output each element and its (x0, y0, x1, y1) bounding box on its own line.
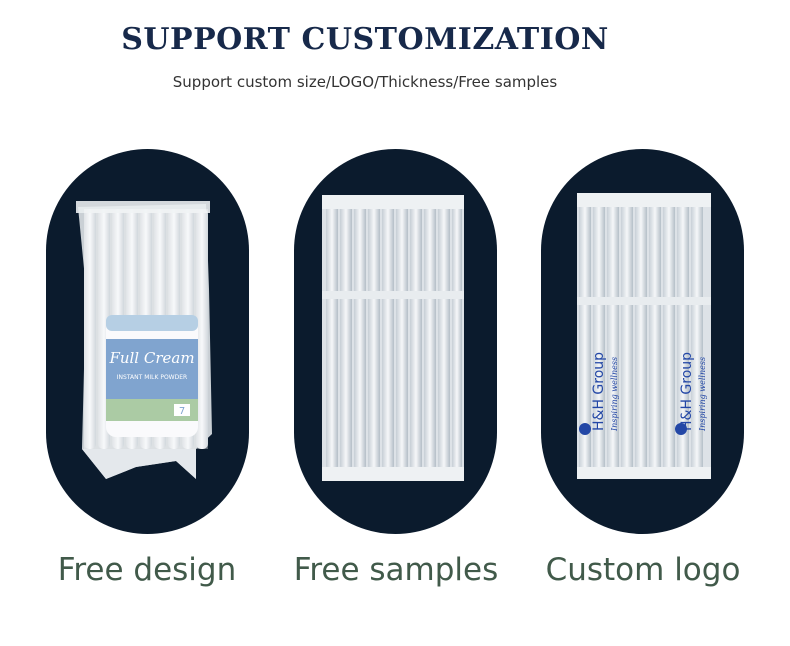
air-column-bag-with-logo-image: H&H Group Inspiring wellness H&H Group I… (577, 193, 711, 479)
air-column-bag-with-can-image: Full Cream INSTANT MILK POWDER 7 (76, 201, 212, 479)
caption-custom-logo: Custom logo (545, 552, 741, 588)
air-columns (579, 199, 703, 473)
air-columns (326, 201, 462, 471)
printed-logo-left: H&H Group Inspiring wellness (579, 352, 619, 435)
svg-text:Inspiring wellness: Inspiring wellness (610, 357, 619, 432)
page-subtitle: Support custom size/LOGO/Thickness/Free … (172, 73, 558, 91)
feature-card-custom-logo: H&H Group Inspiring wellness H&H Group I… (541, 149, 744, 534)
printed-logo-right: H&H Group Inspiring wellness (675, 352, 707, 435)
caption-free-design: Free design (57, 552, 237, 588)
can-label-subtitle: INSTANT MILK POWDER (117, 374, 187, 381)
caption-free-samples: Free samples (293, 552, 499, 588)
air-column-bag-empty-image (322, 195, 464, 481)
feature-card-free-samples (294, 149, 497, 534)
page-title: SUPPORT CUSTOMIZATION (121, 22, 609, 57)
svg-text:H&H Group: H&H Group (679, 352, 695, 431)
can-label-title: Full Cream (108, 349, 194, 367)
svg-text:Inspiring wellness: Inspiring wellness (698, 357, 707, 432)
can-label-badge: 7 (179, 406, 185, 417)
svg-text:H&H Group: H&H Group (591, 352, 607, 431)
feature-card-free-design: Full Cream INSTANT MILK POWDER 7 (46, 149, 249, 534)
milk-powder-can: Full Cream INSTANT MILK POWDER 7 (106, 315, 198, 437)
